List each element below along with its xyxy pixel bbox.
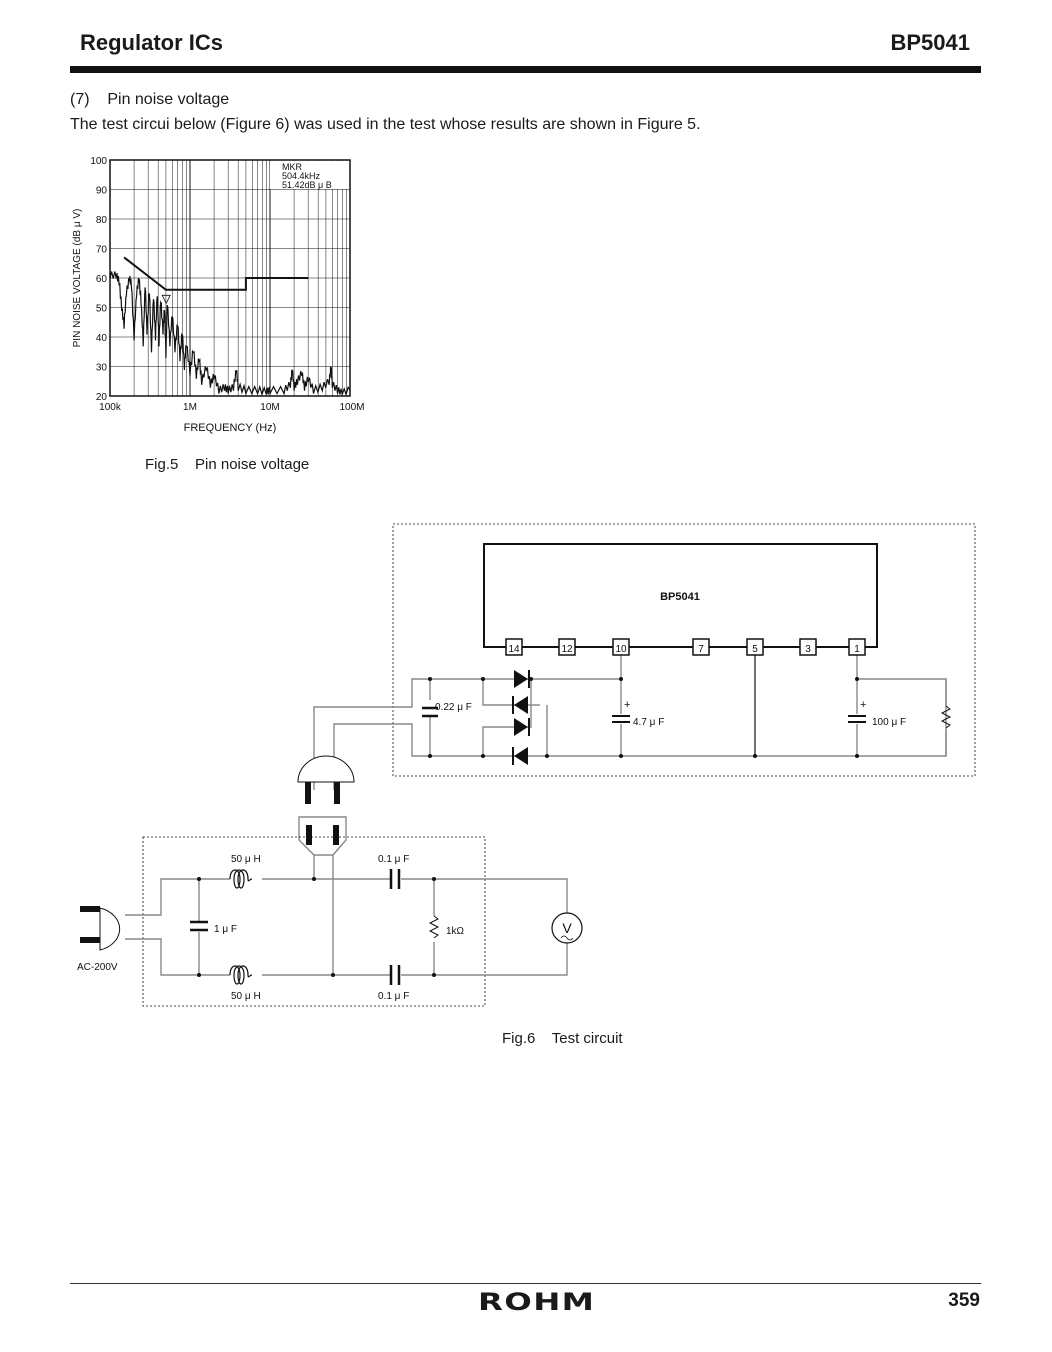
resistor-label: 1kΩ [446, 926, 465, 937]
filter-boundary [142, 836, 486, 1007]
inductor-label: 50 μ H [231, 854, 261, 865]
inductor-label: 50 μ H [231, 991, 261, 1002]
noise-trace [109, 271, 351, 397]
pin-number: 12 [561, 644, 573, 655]
x-tick-label: 10M [260, 402, 279, 413]
meter-label: V [562, 920, 572, 936]
marker-line: 51.42dB μ B [282, 180, 332, 190]
pin-number: 10 [615, 644, 627, 655]
x-tick-label: 1M [183, 402, 197, 413]
header-title: Regulator ICs [80, 30, 224, 55]
page-number: 359 [948, 1290, 980, 1311]
pin-number: 14 [508, 644, 520, 655]
marker-line: 504.4kHz [282, 171, 321, 181]
test-circuit [80, 523, 976, 1007]
header-rule [70, 66, 981, 73]
y-tick-label: 60 [96, 274, 108, 285]
x-axis-label: FREQUENCY (Hz) [184, 422, 277, 434]
ic-pin [848, 638, 866, 656]
plus-sign: + [624, 699, 630, 711]
ic-pin [746, 638, 764, 656]
cap-label: 100 μ F [872, 717, 906, 728]
y-tick-label: 20 [96, 392, 108, 403]
pin-noise-chart: 20 30 40 50 60 70 80 90 100 100k 1M 10M 100M MKR 504… [72, 156, 365, 434]
y-tick-label: 70 [96, 245, 108, 256]
y-tick-label: 100 [90, 156, 107, 167]
marker-line: MKR [282, 162, 303, 172]
cap-label: 0.1 μ F [378, 991, 409, 1002]
intro-text: The test circui below (Figure 6) was use… [70, 116, 701, 133]
part-number: BP5041 [890, 30, 970, 55]
ic-pin [558, 638, 576, 656]
pin-number: 1 [854, 644, 860, 655]
y-tick-label: 50 [96, 304, 108, 315]
plus-sign: + [860, 699, 866, 711]
footer-rule [70, 1283, 981, 1284]
x-tick-label: 100k [99, 402, 122, 413]
pin-number: 7 [698, 644, 704, 655]
ic-pin [799, 638, 817, 656]
pin-number: 5 [752, 644, 758, 655]
pin-number: 3 [805, 644, 811, 655]
y-tick-label: 40 [96, 333, 108, 344]
x-tick-label: 100M [339, 402, 364, 413]
cap-label: 1 μ F [214, 924, 237, 935]
fig6-caption: Fig.6 Test circuit [502, 1030, 623, 1047]
section-heading: (7) Pin noise voltage [70, 91, 230, 108]
marker-triangle [161, 294, 171, 305]
limit-line [123, 256, 309, 291]
fig5-caption: Fig.5 Pin noise voltage [145, 456, 310, 473]
ic-pin [692, 638, 710, 656]
source-label: AC-200V [77, 962, 118, 973]
ic-label: BP5041 [660, 591, 700, 603]
cap-label: 4.7 μ F [633, 717, 664, 728]
ic-pin [505, 638, 523, 656]
voltmeter-icon [551, 912, 583, 944]
ic-body [483, 543, 878, 648]
cap-label: 0.1 μ F [378, 854, 409, 865]
dut-boundary [392, 523, 976, 777]
y-tick-label: 30 [96, 363, 108, 374]
ic-pin [612, 638, 630, 656]
y-tick-label: 80 [96, 215, 108, 226]
y-tick-label: 90 [96, 186, 108, 197]
y-axis-label: PIN NOISE VOLTAGE (dB μ V) [72, 209, 83, 348]
cap-label: 0.22 μ F [435, 702, 472, 713]
rohm-logo: ROHM [478, 1288, 596, 1316]
marker-box [270, 161, 349, 189]
